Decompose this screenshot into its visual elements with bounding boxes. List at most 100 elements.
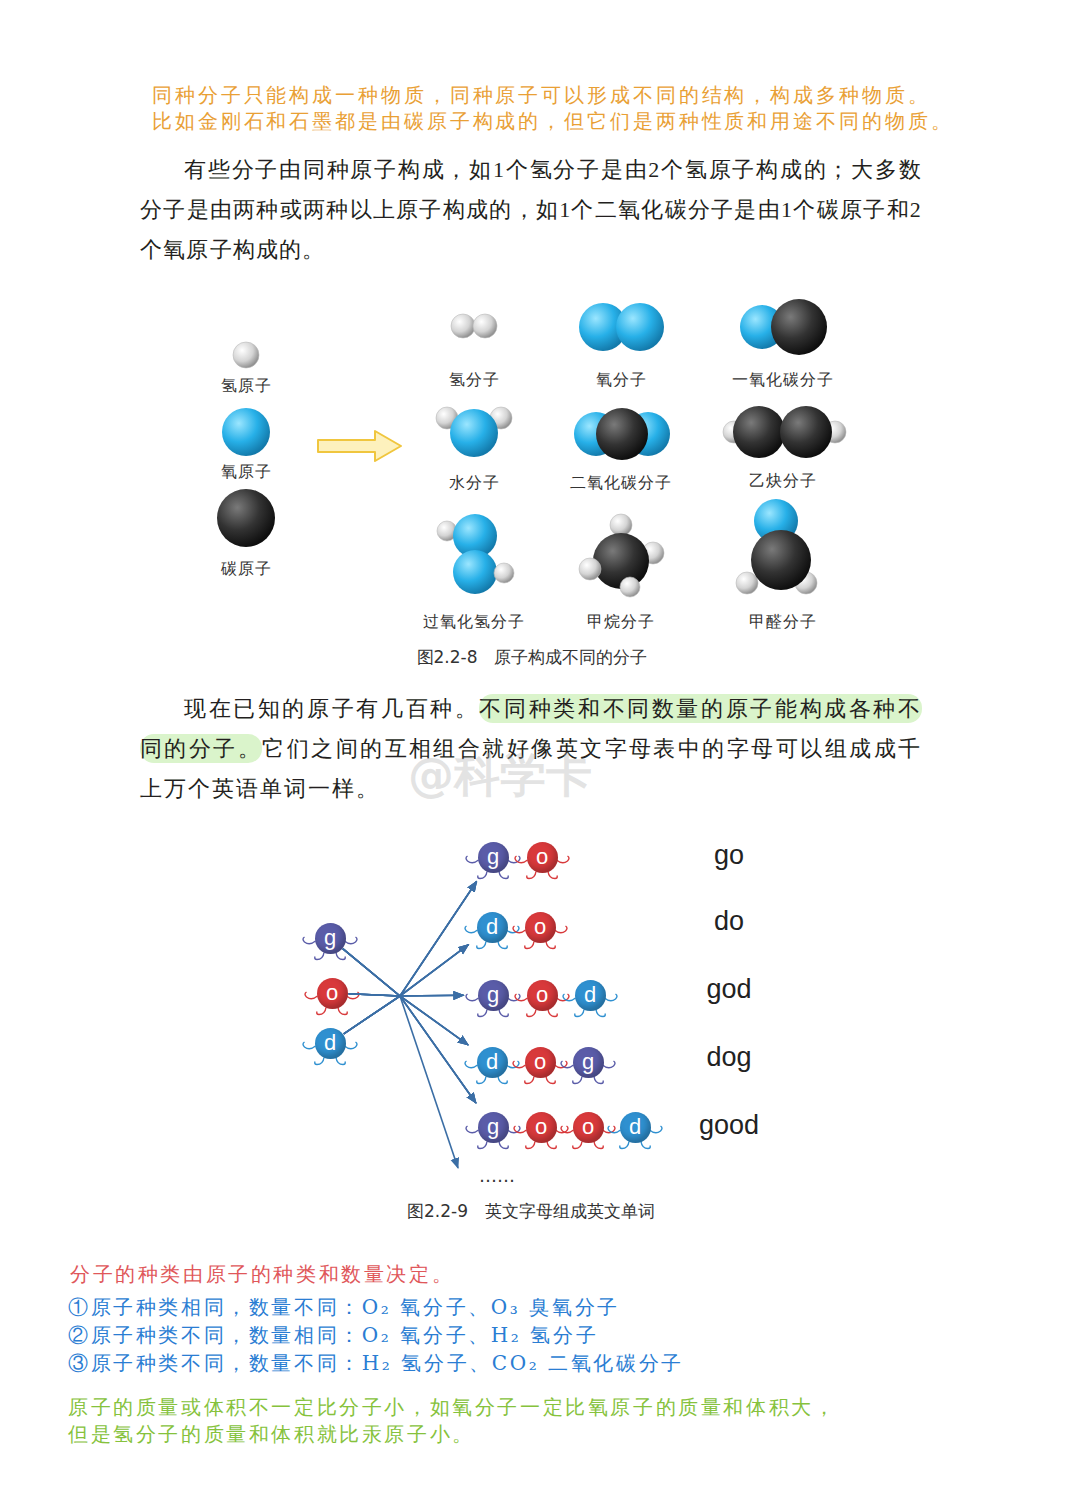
letter-ball: d: [575, 980, 606, 1011]
letter-ball: d: [477, 912, 508, 943]
letter-ball: o: [525, 1047, 556, 1078]
atom-label: 碳原子: [221, 559, 272, 578]
leg-stroke: [477, 1077, 486, 1084]
atom-label: 氧原子: [221, 462, 272, 481]
letter-ball: o: [525, 912, 556, 943]
leg-stroke: [499, 1142, 508, 1149]
letter-text: d: [486, 1051, 498, 1073]
molecule-label: 水分子: [449, 473, 500, 492]
molecule-balls: [436, 299, 846, 597]
atom-balls: [217, 342, 275, 547]
combine-arrow: [343, 882, 477, 996]
leg-stroke: [303, 937, 316, 944]
leg-stroke: [466, 994, 479, 1001]
combine-arrow: [343, 949, 464, 996]
letter-text: o: [534, 1051, 546, 1073]
leg-stroke: [347, 992, 360, 999]
molecule-label: 甲醛分子: [749, 612, 817, 631]
letter-ball: o: [527, 842, 558, 873]
annotation-note: 比如金刚石和石墨都是由碳原子构成的，但它们是两种性质和用途不同的物质。: [152, 109, 954, 133]
letter-text: d: [629, 1116, 641, 1138]
atom-label: 氢原子: [221, 376, 272, 395]
leg-stroke: [303, 1042, 316, 1049]
paragraph-sentence: 现在已知的原子有几百种。: [184, 696, 479, 721]
leg-stroke: [478, 1010, 487, 1017]
combine-arrow: [348, 945, 468, 996]
combine-arrow: [343, 949, 476, 1103]
summary-note: 分子的种类由原子的种类和数量决定。: [70, 1262, 454, 1286]
leg-stroke: [498, 942, 507, 949]
example-note: ①原子种类相同，数量不同：O₂ 氧分子、O₃ 臭氧分子: [68, 1295, 620, 1319]
leg-stroke: [561, 1126, 574, 1133]
letter-text: o: [582, 1116, 594, 1138]
letter-text: g: [582, 1051, 594, 1073]
letter-ball: g: [315, 923, 346, 954]
letter-text: d: [584, 984, 596, 1006]
leg-stroke: [499, 1010, 508, 1017]
word-label: do: [714, 905, 744, 937]
leg-stroke: [575, 1010, 584, 1017]
remark-note: 但是氢分子的质量和体积就比汞原子小。: [68, 1422, 475, 1446]
leg-stroke: [513, 926, 526, 933]
combine-arrow: [348, 994, 475, 1103]
leg-stroke: [527, 872, 536, 879]
leg-stroke: [466, 856, 479, 863]
leg-stroke: [525, 1077, 534, 1084]
fan-arrow: [400, 996, 458, 1168]
leg-stroke: [547, 1142, 556, 1149]
leg-stroke: [620, 1142, 629, 1149]
molecule-label: 氢分子: [449, 370, 500, 389]
leg-stroke: [603, 1061, 616, 1068]
letter-text: o: [536, 984, 548, 1006]
word-label: good: [699, 1109, 759, 1141]
leg-stroke: [345, 937, 358, 944]
leg-stroke: [478, 1142, 487, 1149]
leg-stroke: [596, 1010, 605, 1017]
letter-text: d: [324, 1032, 336, 1054]
leg-stroke: [608, 1126, 621, 1133]
molecule-label: 氧分子: [596, 370, 647, 389]
leg-stroke: [465, 926, 478, 933]
letter-text: g: [324, 927, 336, 949]
leg-stroke: [594, 1077, 603, 1084]
word-label: dog: [706, 1041, 751, 1073]
letter-ball: g: [573, 1047, 604, 1078]
leg-stroke: [478, 872, 487, 879]
letter-text: o: [535, 1116, 547, 1138]
remark-note: 原子的质量或体积不一定比分子小，如氧分子一定比氧原子的质量和体积大，: [68, 1395, 836, 1419]
molecule-label: 一氧化碳分子: [732, 370, 834, 389]
combine-arrow: [344, 996, 476, 1103]
leg-stroke: [641, 1142, 650, 1149]
molecule-label: 乙炔分子: [749, 471, 817, 490]
transform-arrow: [318, 431, 401, 461]
leg-stroke: [515, 856, 528, 863]
letter-text: o: [326, 982, 338, 1004]
annotation-note: 同种分子只能构成一种物质，同种原子可以形成不同的结构，构成多种物质。: [152, 83, 931, 107]
leg-stroke: [605, 994, 618, 1001]
combine-arrow: [343, 949, 468, 1045]
leg-stroke: [315, 953, 324, 960]
letter-ball: o: [573, 1112, 604, 1143]
letter-text: g: [487, 846, 499, 868]
letter-text: o: [536, 846, 548, 868]
leg-stroke: [563, 994, 576, 1001]
leg-stroke: [498, 1077, 507, 1084]
watermark: @科学卡: [408, 748, 592, 803]
leg-stroke: [336, 1058, 345, 1065]
figure-caption: 图2.2-9 英文字母组成英文单词: [407, 1201, 655, 1221]
leg-stroke: [561, 1061, 574, 1068]
letter-ball: d: [477, 1047, 508, 1078]
leg-stroke: [594, 1142, 603, 1149]
molecule-label: 过氧化氢分子: [423, 612, 525, 631]
leg-stroke: [514, 1126, 527, 1133]
molecule-label: 甲烷分子: [587, 612, 655, 631]
leg-stroke: [317, 1008, 326, 1015]
figure-caption: 图2.2-8 原子构成不同的分子: [417, 647, 648, 667]
combine-arrow: [348, 882, 476, 996]
leg-stroke: [315, 1058, 324, 1065]
leg-stroke: [477, 942, 486, 949]
example-note: ③原子种类不同，数量不同：H₂ 氢分子、CO₂ 二氧化碳分子: [68, 1351, 684, 1375]
leg-stroke: [548, 872, 557, 879]
leg-stroke: [345, 1042, 358, 1049]
letter-ball: d: [620, 1112, 651, 1143]
